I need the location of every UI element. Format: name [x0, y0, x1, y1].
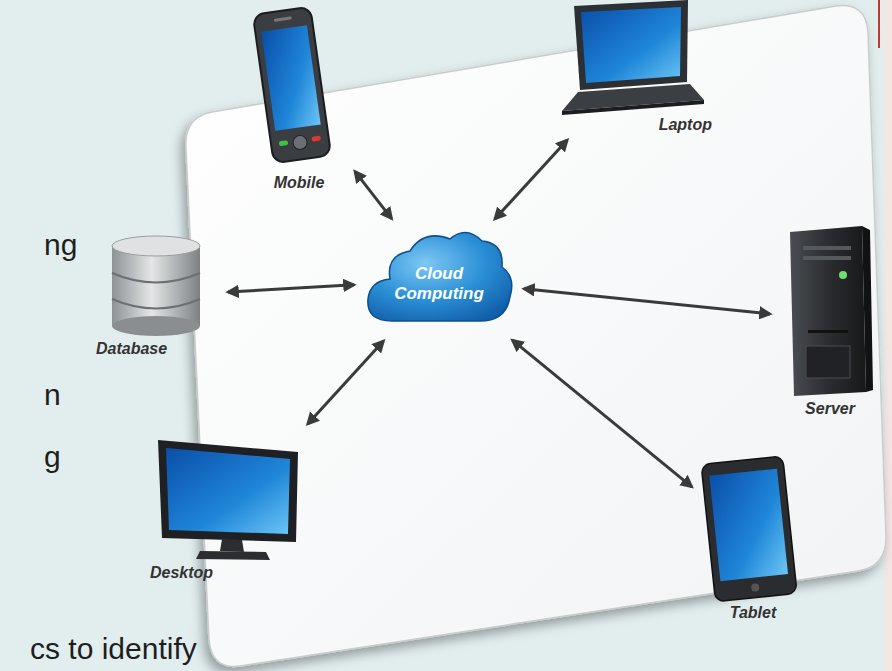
device-label: Tablet — [698, 604, 808, 622]
double-arrow — [308, 341, 384, 424]
device-label: Server — [778, 400, 882, 418]
double-arrow — [512, 340, 691, 487]
cloud-node: Cloud Computing — [362, 225, 516, 335]
slide-text: g — [44, 440, 61, 474]
desktop-device: Desktop — [150, 430, 316, 582]
laptop-device: Laptop — [556, 0, 712, 134]
double-arrow — [495, 140, 568, 219]
tablet-icon — [701, 456, 797, 602]
server-device: Server — [778, 222, 882, 418]
desktop-icon — [158, 440, 298, 560]
double-arrow — [228, 285, 354, 292]
double-arrow — [524, 289, 770, 314]
slide-text: cs to identify — [30, 632, 197, 666]
tablet-device: Tablet — [698, 452, 808, 622]
device-label: Mobile — [248, 174, 350, 192]
mobile-icon — [253, 7, 331, 164]
server-icon — [790, 226, 873, 396]
cloud-label: Cloud Computing — [388, 264, 490, 305]
slide-text: ng — [44, 228, 77, 262]
mobile-device: Mobile — [248, 6, 350, 192]
laptop-icon — [562, 0, 704, 115]
slide-text: n — [44, 378, 61, 412]
database-icon — [112, 236, 200, 336]
device-label: Desktop — [150, 564, 316, 582]
device-label: Laptop — [556, 116, 712, 134]
double-arrow — [355, 171, 392, 218]
device-label: Database — [96, 340, 220, 358]
database-device: Database — [96, 234, 220, 358]
